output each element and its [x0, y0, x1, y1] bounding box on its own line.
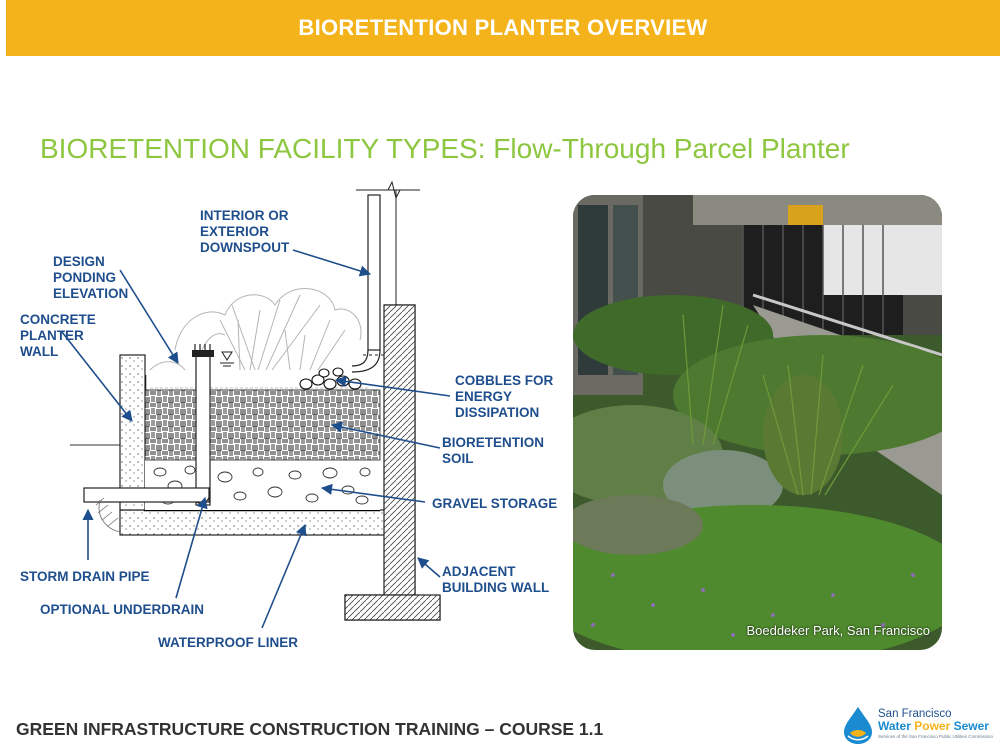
adjacent-building-wall — [383, 304, 416, 596]
label-bioretention-soil: BIORETENTION SOIL — [442, 435, 544, 467]
vegetation-sketch — [149, 288, 362, 371]
label-ponding-line-2: PONDING — [53, 270, 117, 285]
logo-brand: Water Power Sewer — [878, 720, 989, 733]
label-downspout-line-2: EXTERIOR — [200, 224, 270, 239]
label-adjacent-line-1: ADJACENT — [442, 564, 516, 579]
building-footing — [344, 594, 441, 621]
label-wall-line-2: PLANTER — [20, 328, 84, 343]
label-concrete-planter-wall: CONCRETE PLANTER WALL — [20, 312, 96, 360]
label-wall-line-1: CONCRETE — [20, 312, 96, 327]
label-soil-line-2: SOIL — [442, 451, 474, 466]
cobbles — [299, 367, 362, 390]
label-ponding-elevation: DESIGN PONDING ELEVATION — [53, 254, 128, 302]
logo-brand-power: Power — [914, 719, 951, 733]
photo-caption: Boeddeker Park, San Francisco — [746, 623, 930, 638]
leader-lines — [61, 249, 451, 629]
bioretention-soil-layer — [144, 389, 381, 461]
logo-brand-water: Water — [878, 719, 911, 733]
label-waterproof-liner: WATERPROOF LINER — [158, 635, 298, 650]
label-soil-line-1: BIORETENTION — [442, 435, 545, 450]
slide-subtitle: BIORETENTION FACILITY TYPES: Flow-Throug… — [40, 133, 850, 164]
label-cobbles: COBBLES FOR ENERGY DISSIPATION — [455, 373, 553, 421]
label-cobbles-line-2: ENERGY — [455, 389, 513, 404]
underdrain-cap — [192, 350, 214, 357]
label-adjacent-line-2: BUILDING WALL — [442, 580, 550, 595]
label-downspout-line-3: DOWNSPOUT — [200, 240, 290, 255]
footer-course-title: GREEN INFRASTRUCTURE CONSTRUCTION TRAINI… — [16, 719, 604, 739]
underdrain-riser — [195, 354, 211, 506]
water-drop-icon — [844, 707, 872, 744]
label-downspout-line-1: INTERIOR OR — [200, 208, 289, 223]
concrete-slab — [119, 509, 386, 536]
label-optional-underdrain: OPTIONAL UNDERDRAIN — [40, 602, 205, 617]
label-gravel-storage: GRAVEL STORAGE — [432, 496, 558, 511]
label-adjacent-building-wall: ADJACENT BUILDING WALL — [442, 564, 549, 596]
sfpuc-logo: San Francisco Water Power Sewer Services… — [838, 703, 998, 747]
label-wall-line-3: WALL — [20, 344, 59, 359]
storm-drain-pipe — [83, 487, 210, 503]
header-bar: BIORETENTION PLANTER OVERVIEW — [6, 0, 1000, 56]
downspout — [367, 194, 381, 351]
planter-photo: Boeddeker Park, San Francisco — [573, 195, 942, 650]
planter-section-drawing — [61, 180, 451, 629]
label-storm-drain-pipe: STORM DRAIN PIPE — [20, 569, 150, 584]
header-title: BIORETENTION PLANTER OVERVIEW — [298, 15, 708, 40]
label-downspout: INTERIOR OR EXTERIOR DOWNSPOUT — [200, 208, 289, 256]
label-ponding-line-1: DESIGN — [53, 254, 105, 269]
planter-cross-section-diagram: INTERIOR OR EXTERIOR DOWNSPOUT DESIGN PO… — [0, 180, 570, 660]
logo-name: San Francisco — [878, 708, 952, 720]
concrete-planter-wall — [119, 354, 146, 511]
logo-tagline: Services of the San Francisco Public Uti… — [878, 734, 994, 739]
planter-photo-illustration — [573, 195, 942, 650]
label-cobbles-line-3: DISSIPATION — [455, 405, 540, 420]
label-cobbles-line-1: COBBLES FOR — [455, 373, 554, 388]
logo-brand-sewer: Sewer — [953, 719, 989, 733]
label-ponding-line-3: ELEVATION — [53, 286, 129, 301]
